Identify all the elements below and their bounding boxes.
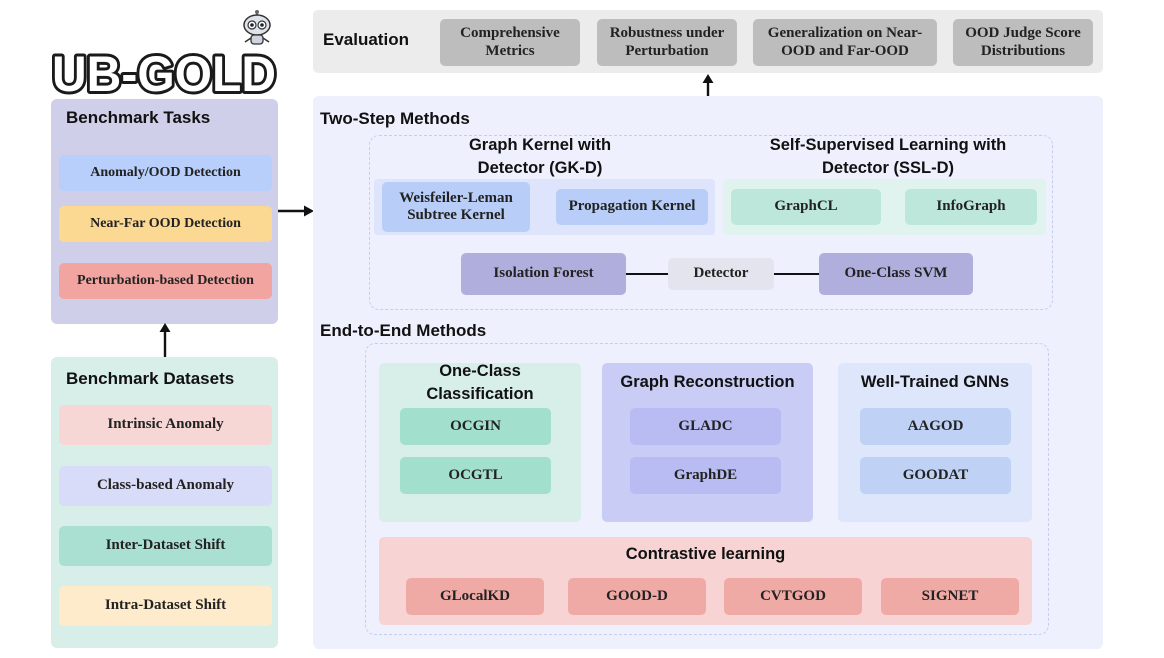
gk-weisfeiler-leman: Weisfeiler-Leman Subtree Kernel — [382, 182, 530, 232]
dataset-intra-dataset-shift: Intra-Dataset Shift — [59, 586, 272, 626]
task-anomaly-ood: Anomaly/OOD Detection — [59, 155, 272, 191]
eval-generalization: Generalization on Near-OOD and Far-OOD — [753, 19, 937, 66]
wt-title: Well-Trained GNNs — [860, 373, 1010, 391]
eval-comprehensive-metrics: Comprehensive Metrics — [440, 19, 580, 66]
ssl-graphcl: GraphCL — [731, 189, 881, 225]
dataset-intrinsic-anomaly: Intrinsic Anomaly — [59, 405, 272, 445]
eval-ood-judge-score: OOD Judge Score Distributions — [953, 19, 1093, 66]
dataset-inter-dataset-shift: Inter-Dataset Shift — [59, 526, 272, 566]
task-perturbation: Perturbation-based Detection — [59, 263, 272, 299]
logo: UB-GOLD UB-GOLD — [49, 36, 282, 105]
ssl-infograph: InfoGraph — [905, 189, 1037, 225]
arrow-tasks-to-methods — [277, 203, 315, 219]
logo-text-fill: UB-GOLD — [52, 46, 276, 98]
detector-one-class-svm: One-Class SVM — [819, 253, 973, 295]
robot-mascot-icon — [240, 10, 274, 48]
connector-left — [626, 273, 668, 275]
cl-glocalkd: GLocalKD — [406, 578, 544, 615]
arrow-datasets-to-tasks — [156, 322, 174, 358]
cl-cvtgod: CVTGOD — [724, 578, 862, 615]
occ-ocgin: OCGIN — [400, 408, 551, 445]
connector-right — [774, 273, 820, 275]
gk-propagation-kernel: Propagation Kernel — [556, 189, 708, 225]
wt-aagod: AAGOD — [860, 408, 1011, 445]
occ-ocgtl: OCGTL — [400, 457, 551, 494]
wt-goodat: GOODAT — [860, 457, 1011, 494]
benchmark-datasets-title: Benchmark Datasets — [66, 369, 235, 388]
cl-good-d: GOOD-D — [568, 578, 706, 615]
evaluation-title: Evaluation — [323, 30, 409, 49]
cl-signet: SIGNET — [881, 578, 1019, 615]
task-near-far-ood: Near-Far OOD Detection — [59, 206, 272, 242]
end-to-end-dashed-region — [365, 343, 1049, 635]
gr-gladc: GLADC — [630, 408, 781, 445]
gr-graphde: GraphDE — [630, 457, 781, 494]
two-step-dashed-region — [369, 135, 1053, 310]
gr-title: Graph Reconstruction — [620, 373, 795, 391]
detector-isolation-forest: Isolation Forest — [461, 253, 626, 295]
logo-text: UB-GOLD — [52, 46, 276, 98]
detector-label: Detector — [668, 258, 774, 290]
gk-d-title: Graph Kernel with Detector (GK-D) — [468, 136, 612, 177]
two-step-methods-title: Two-Step Methods — [320, 109, 470, 128]
dataset-class-based-anomaly: Class-based Anomaly — [59, 466, 272, 506]
cl-title: Contrastive learning — [625, 545, 786, 563]
occ-title: One-Class Classification — [426, 362, 534, 403]
ssl-d-title: Self-Supervised Learning with Detector (… — [769, 136, 1007, 177]
benchmark-tasks-title: Benchmark Tasks — [66, 108, 211, 127]
end-to-end-methods-title: End-to-End Methods — [320, 321, 487, 340]
eval-robustness-perturbation: Robustness under Perturbation — [597, 19, 737, 66]
arrow-methods-to-evaluation — [699, 73, 717, 98]
